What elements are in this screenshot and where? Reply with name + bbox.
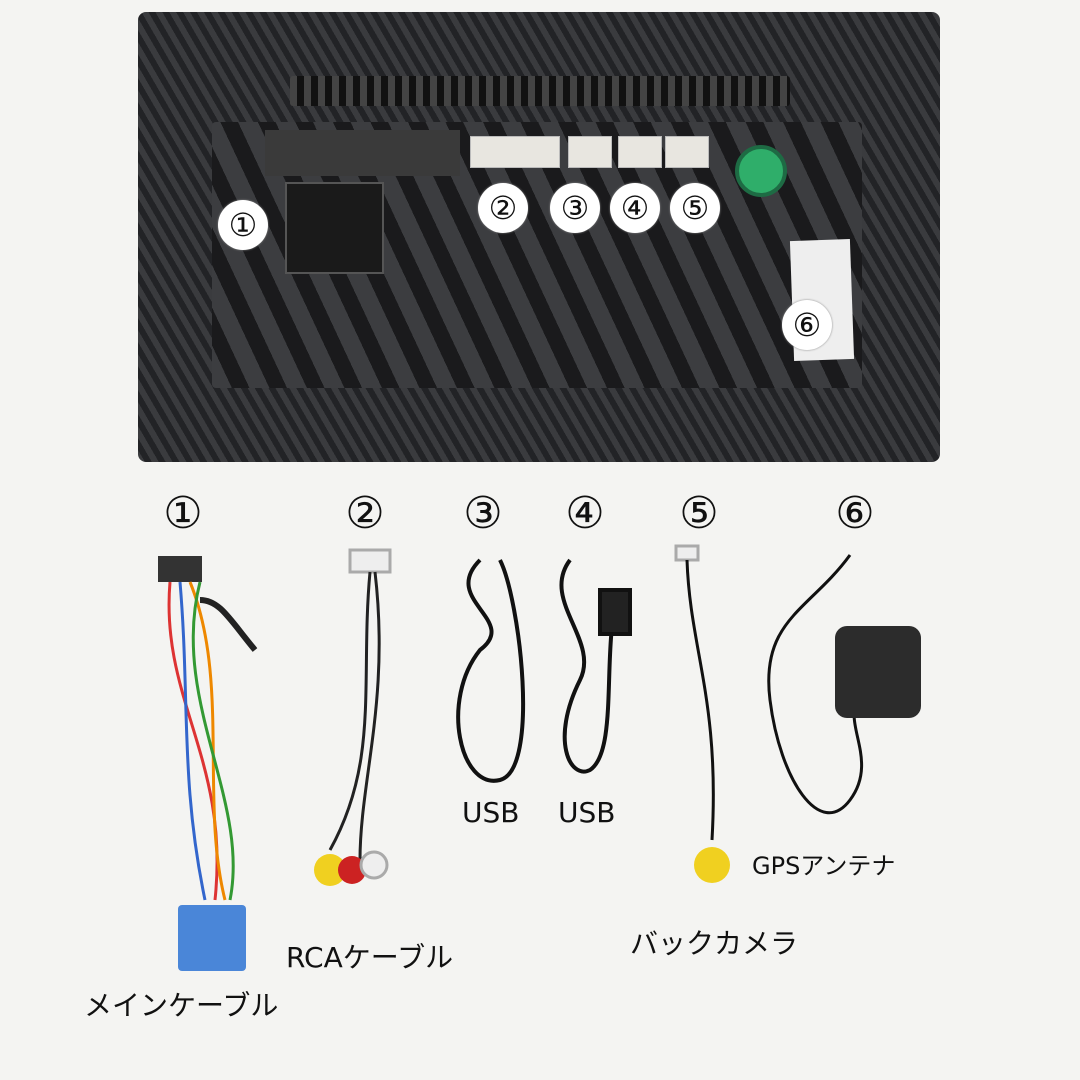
power-block [265,130,460,176]
usb-cable-2 [559,558,632,774]
badge-6: ⑥ [782,300,832,350]
item-number-5: ⑤ [679,488,719,539]
gps-antenna-module [835,626,921,718]
item-number-1: ① [163,488,203,539]
label-main-cable: メインケーブル [84,989,279,1022]
label-usb-2: USB [558,796,616,829]
usb-cable-1 [456,558,526,783]
power-connector [285,182,384,274]
item-number-4: ④ [565,488,605,539]
badge-4: ④ [610,183,660,233]
item-number-6: ⑥ [835,488,875,539]
usb-port-1 [568,136,612,168]
label-back-camera: バックカメラ [630,927,799,960]
label-rca-cable: RCAケーブル [286,941,454,974]
item-number-3: ③ [463,488,503,539]
main-cable [158,556,258,971]
label-gps-antenna: GPSアンテナ [752,852,896,880]
label-usb-1: USB [462,796,520,829]
badge-1: ① [218,200,268,250]
badge-2: ② [478,183,528,233]
badge-3: ③ [550,183,600,233]
rca-port [470,136,560,168]
antenna-port [735,145,787,197]
vents [290,76,790,106]
usb-port-2 [618,136,662,168]
rca-cable [314,548,392,886]
badge-5: ⑤ [670,183,720,233]
camera-cable [674,544,730,883]
camera-port [665,136,709,168]
item-number-2: ② [345,488,385,539]
gps-cable [767,554,863,815]
